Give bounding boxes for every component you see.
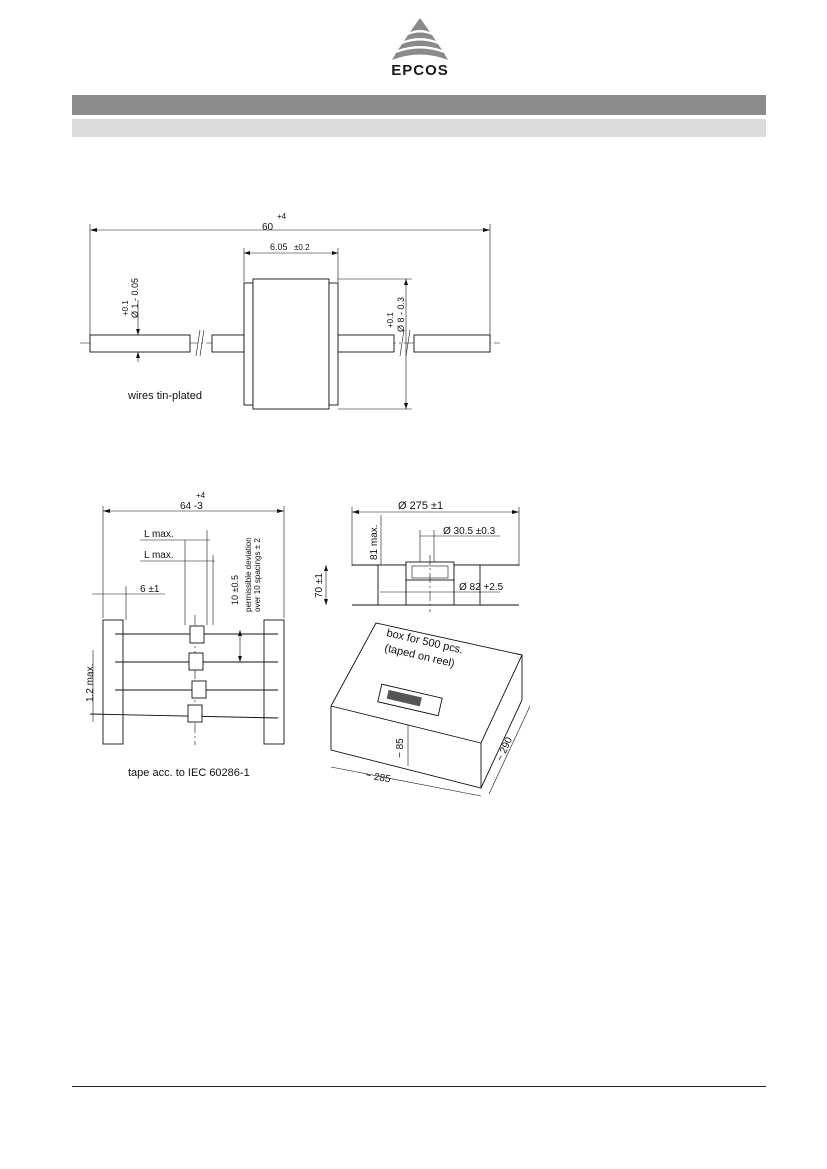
tape-offset: 6 ±1	[140, 584, 160, 595]
tape-spacing: 10 ±0.5	[230, 575, 240, 605]
wires-note: wires tin-plated	[127, 390, 202, 402]
body-diameter: Ø 8 - 0.3	[396, 297, 406, 332]
length-tolerance: +4	[277, 212, 287, 221]
deviation-line-1: permissible deviation	[244, 537, 253, 612]
reel-hub-height: 81 max.	[369, 524, 380, 560]
tape-note: tape acc. to IEC 60286-1	[128, 767, 250, 779]
logo-text: EPCOS	[391, 62, 449, 79]
component-drawing: 60 +4 6.05 ±0.2 +0.1 Ø 1 - 0.05	[80, 212, 500, 410]
footer-rule	[72, 1086, 766, 1087]
tape-offset-max: 1.2 max.	[85, 664, 96, 702]
box-height: ~ 85	[395, 738, 406, 758]
box-length: ~ 285	[364, 770, 391, 785]
title-bar	[72, 95, 766, 115]
reel-outer-diameter: Ø 275 ±1	[398, 500, 443, 512]
subtitle-bar	[72, 119, 766, 137]
box-drawing: box for 500 pcs. (taped on reel) ~ 85 ~ …	[330, 622, 531, 797]
wire-diameter: Ø 1 - 0.05	[130, 278, 140, 318]
box-depth: ~ 290	[495, 735, 516, 763]
reel-core-diameter: Ø 82 +2.5	[459, 582, 504, 593]
l-max-1: L max.	[144, 529, 174, 540]
l-max-2: L max.	[144, 550, 174, 561]
tape-width: 64 -3	[180, 501, 203, 512]
body-diameter-tolerance: +0.1	[386, 312, 395, 328]
reel-drawing: Ø 275 ±1 81 max. Ø 30.5 ±0.3 Ø 82 +2.5 7…	[314, 500, 520, 612]
deviation-line-2: over 10 spacings ± 2	[253, 538, 262, 612]
epcos-logo: EPCOS	[380, 16, 460, 82]
body-length: 6.05	[270, 242, 288, 252]
epcos-logo-icon	[392, 18, 448, 60]
reel-hub-diameter: Ø 30.5 ±0.3	[443, 526, 496, 537]
tape-drawing: 64 -3 +4 L max. L max. 6 ±1 10 ±0.5 perm…	[85, 491, 285, 779]
reel-width: 70 ±1	[314, 573, 325, 598]
length-label: 60	[262, 222, 274, 233]
tape-width-tolerance: +4	[196, 491, 206, 500]
wire-diameter-tolerance: +0.1	[121, 300, 130, 316]
body-length-tolerance: ±0.2	[294, 243, 310, 252]
